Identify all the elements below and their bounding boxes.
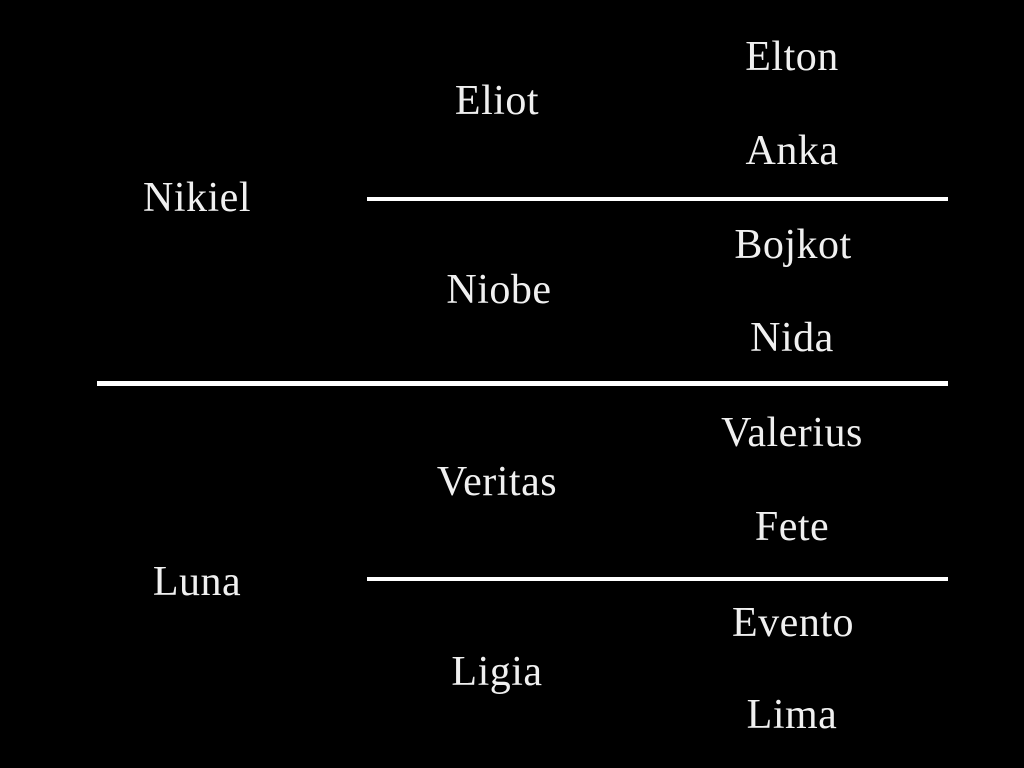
- pedigree-node-niobe: Niobe: [446, 267, 552, 313]
- pedigree-node-valerius: Valerius: [721, 410, 863, 456]
- pedigree-node-bojkot: Bojkot: [734, 222, 852, 268]
- divider-line-eliot-niobe: [367, 197, 948, 201]
- divider-line-nikiel-luna: [97, 381, 948, 386]
- pedigree-node-luna: Luna: [152, 559, 242, 605]
- pedigree-node-ligia: Ligia: [451, 649, 543, 695]
- pedigree-node-fete: Fete: [754, 504, 830, 550]
- pedigree-node-lima: Lima: [746, 692, 838, 738]
- pedigree-node-anka: Anka: [745, 128, 839, 174]
- pedigree-node-evento: Evento: [732, 600, 854, 646]
- pedigree-node-nikiel: Nikiel: [143, 175, 251, 221]
- pedigree-node-eliot: Eliot: [454, 78, 540, 124]
- pedigree-node-veritas: Veritas: [436, 459, 558, 505]
- pedigree-node-elton: Elton: [745, 34, 839, 80]
- divider-line-veritas-ligia: [367, 577, 948, 581]
- pedigree-node-nida: Nida: [750, 315, 834, 361]
